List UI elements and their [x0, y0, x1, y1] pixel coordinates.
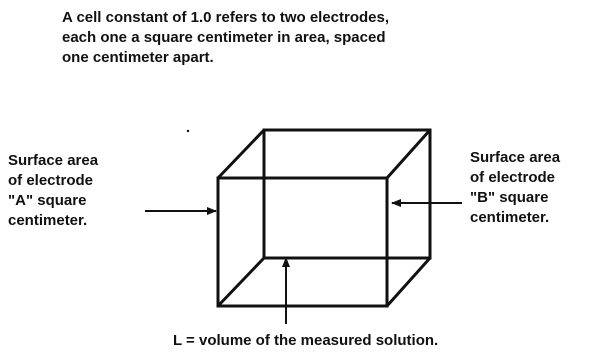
electrode-a-line: centimeter.	[8, 212, 88, 229]
caption-line: each one a square centimeter in area, sp…	[62, 29, 386, 46]
electrode-b-line: centimeter.	[470, 209, 550, 226]
cube-front-face	[216, 176, 389, 308]
electrode-b-line: of electrode	[470, 169, 556, 186]
cube-edge	[385, 256, 432, 308]
electrode-b-label: Surface area of electrode "B" square cen…	[470, 148, 560, 228]
electrode-b-line: Surface area	[470, 149, 561, 166]
caption: A cell constant of 1.0 refers to two ele…	[62, 8, 462, 68]
electrode-a-line: of electrode	[8, 172, 94, 189]
electrode-a-label: Surface area of electrode "A" square cen…	[8, 151, 98, 231]
electrode-a-line: Surface area	[8, 152, 99, 169]
electrode-a-line: "A" square	[8, 192, 87, 209]
caption-line: A cell constant of 1.0 refers to two ele…	[62, 9, 390, 26]
caption-line: one centimeter apart.	[62, 49, 214, 66]
cube-edge	[216, 128, 266, 180]
electrode-b-line: "B" square	[470, 189, 549, 206]
volume-label: L = volume of the measured solution.	[173, 332, 439, 349]
stray-dot	[186, 129, 190, 133]
cube-edge	[216, 256, 266, 308]
cube-back-face	[262, 128, 432, 260]
cube-edge	[385, 128, 432, 180]
